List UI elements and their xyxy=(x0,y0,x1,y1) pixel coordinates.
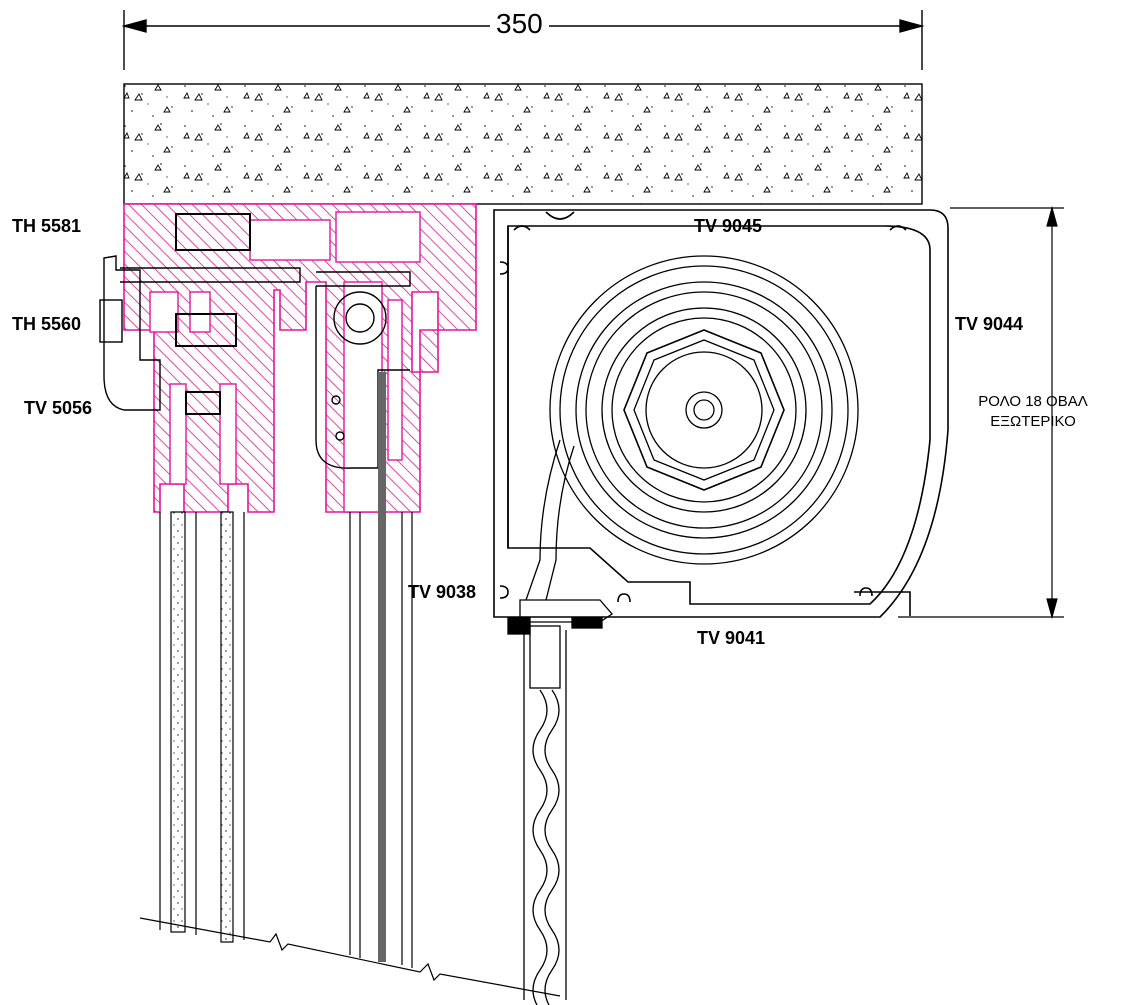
width-dimension-label: 350 xyxy=(490,8,549,40)
shutter-roll xyxy=(525,255,859,601)
glazing xyxy=(159,372,413,968)
label-tv9038: TV 9038 xyxy=(408,582,477,602)
label-tv9044: TV 9044 xyxy=(955,314,1024,334)
label-tv5056: TV 5056 xyxy=(24,398,93,418)
shutter-type-line-2: ΕΞΩΤΕΡΙΚΟ xyxy=(990,413,1076,430)
label-tv9045: TV 9045 xyxy=(694,216,763,236)
shutter-box xyxy=(493,209,949,618)
frame-profiles xyxy=(99,213,411,469)
shutter-curtain xyxy=(507,599,613,1005)
shutter-type-note: ΡΟΛΟ 18 ΟΒΑΛ ΕΞΩΤΕΡΙΚΟ xyxy=(938,392,1128,432)
break-line xyxy=(139,917,561,997)
frame-cutouts xyxy=(149,211,421,513)
shutter-type-line-1: ΡΟΛΟ 18 ΟΒΑΛ xyxy=(978,393,1088,410)
concrete-lintel xyxy=(123,83,923,205)
label-th5560: TH 5560 xyxy=(12,314,82,334)
label-th5581: TH 5581 xyxy=(12,216,82,236)
height-dimension xyxy=(898,205,1064,620)
label-tv9041: TV 9041 xyxy=(697,628,766,648)
